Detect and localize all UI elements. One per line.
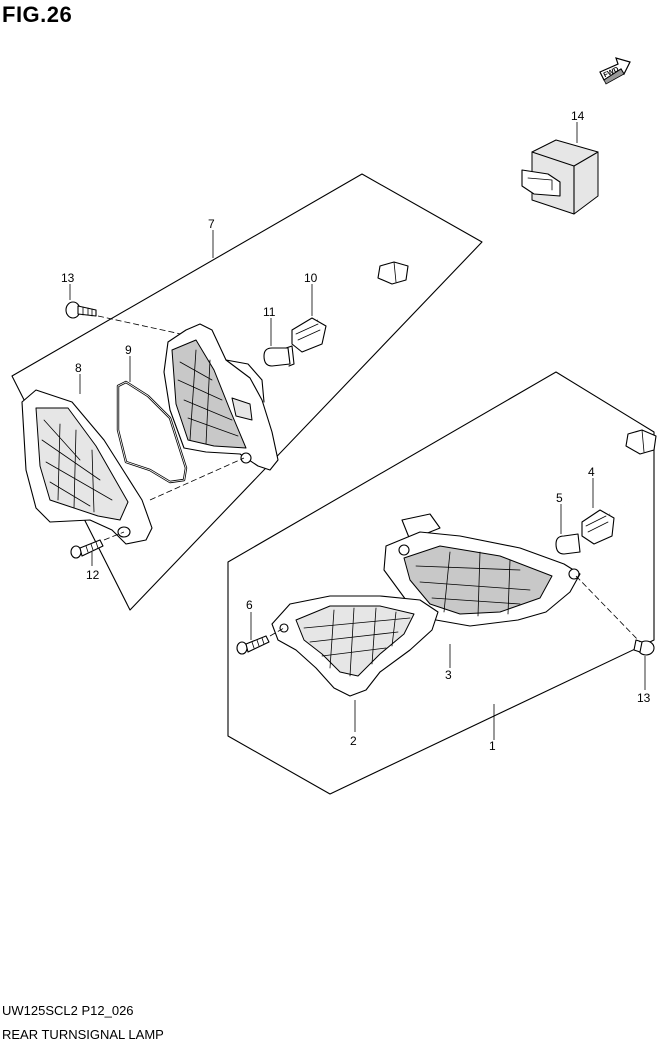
callout-8: 8: [75, 361, 82, 375]
lens-part: [271, 595, 439, 697]
lens-part: [21, 389, 153, 545]
socket-harness-part: [581, 429, 657, 545]
screw-part: [70, 539, 104, 559]
screw-part: [65, 301, 97, 319]
bulb-part: [555, 533, 581, 555]
screw-axis-line: [103, 531, 125, 541]
screw-axis-line: [269, 627, 285, 637]
screw-part: [633, 639, 655, 656]
screw-axis-line: [97, 315, 191, 337]
callout-9: 9: [125, 343, 132, 357]
gasket-part: [116, 380, 188, 484]
callout-7: 7: [208, 217, 215, 231]
callout-4: 4: [588, 465, 595, 479]
callout-11: 11: [263, 305, 276, 319]
right-assembly-frame: [227, 371, 655, 795]
callout-5: 5: [556, 491, 563, 505]
figure-title: FIG.26: [2, 2, 73, 27]
model-code: UW125SCL2 P12_026: [2, 1003, 134, 1018]
callout-10: 10: [304, 271, 318, 285]
housing-part: [383, 513, 581, 627]
callout-6: 6: [246, 598, 253, 612]
bulb-part: [263, 345, 295, 367]
callout-13-right: 13: [637, 691, 651, 705]
callout-1: 1: [489, 739, 496, 753]
callout-13-top: 13: [61, 271, 75, 285]
socket-harness-part: [291, 261, 409, 353]
screw-part: [236, 635, 270, 655]
relay-part: [521, 139, 599, 215]
housing-part: [163, 323, 279, 471]
left-assembly-frame: [11, 173, 483, 611]
callout-3: 3: [445, 668, 452, 682]
part-group-name: REAR TURNSIGNAL LAMP: [2, 1027, 164, 1042]
mount-axis-line: [149, 457, 245, 501]
fwd-arrow-icon: FWD: [599, 57, 631, 85]
callout-12: 12: [86, 568, 100, 582]
callout-14: 14: [571, 109, 585, 123]
callout-2: 2: [350, 734, 357, 748]
screw-axis-line: [575, 575, 641, 643]
